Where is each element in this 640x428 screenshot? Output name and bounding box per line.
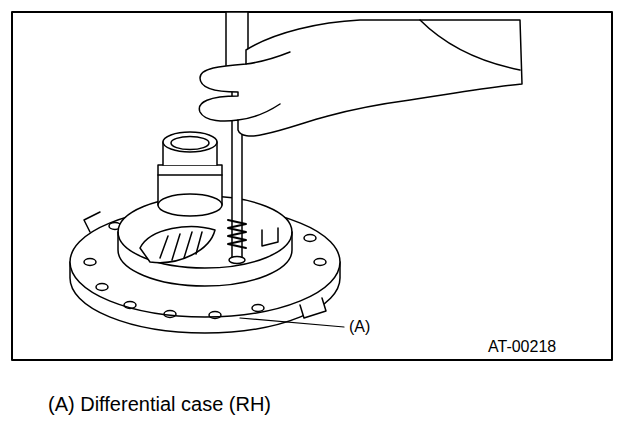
hub-step xyxy=(158,174,222,176)
punch-grip xyxy=(226,12,248,72)
gear-teeth xyxy=(160,232,202,260)
callout-letter: (A) xyxy=(347,318,372,336)
flange-notch xyxy=(84,212,100,232)
knuckle-line xyxy=(246,52,290,64)
caption: (A) Differential case (RH) xyxy=(46,393,273,416)
hub-bore xyxy=(171,137,209,150)
sleeve-fold xyxy=(420,20,520,70)
hub-top xyxy=(163,132,217,152)
figure-code: AT-00218 xyxy=(486,338,558,356)
spring xyxy=(228,220,246,248)
punch-hole xyxy=(229,257,245,264)
hub-base-ring xyxy=(158,194,222,216)
leader-line xyxy=(240,318,344,327)
case-rib xyxy=(262,228,278,246)
hand xyxy=(199,20,522,136)
finger-crease xyxy=(238,104,280,120)
frame xyxy=(12,12,612,360)
flange-notch xyxy=(300,298,326,318)
case-window xyxy=(140,227,215,263)
